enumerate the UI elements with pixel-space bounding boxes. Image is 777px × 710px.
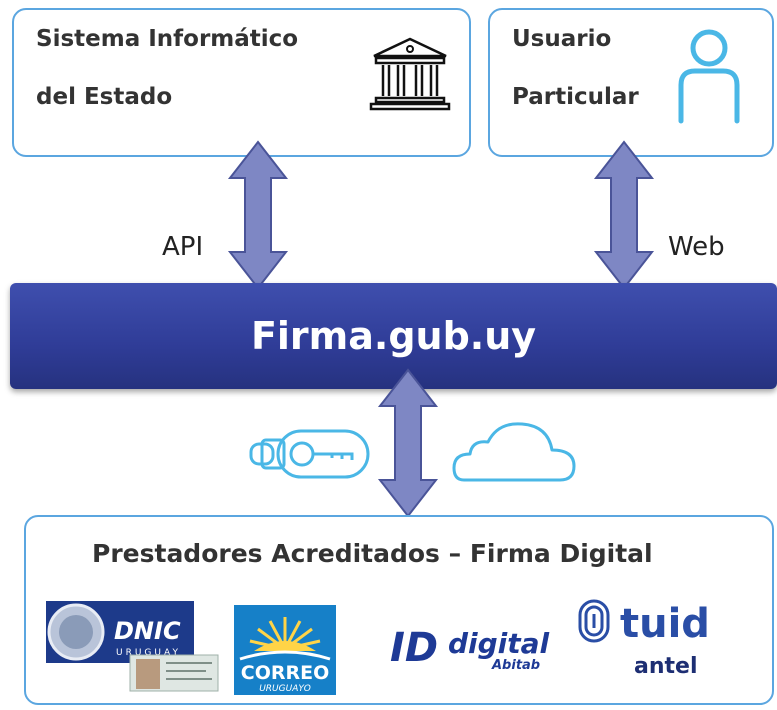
dnic-logo: DNIC URUGUAY	[46, 601, 219, 692]
abitab-id: ID	[390, 625, 438, 671]
correo-sub: URUGUAYO	[259, 684, 311, 694]
user-icon	[678, 29, 740, 124]
antel-logo: tuid antel	[578, 599, 710, 679]
usuario-title-line2: Particular	[512, 84, 639, 110]
usuario-box: Usuario Particular	[488, 8, 774, 157]
abitab-sub: Abitab	[491, 658, 540, 673]
prestadores-title: Prestadores Acreditados – Firma Digital	[92, 539, 653, 568]
firma-gub-uy-bar: Firma.gub.uy	[10, 283, 777, 389]
usb-key-icon	[249, 429, 370, 479]
web-arrow	[593, 140, 655, 290]
cloud-icon	[452, 422, 576, 482]
dnic-name: DNIC	[114, 617, 181, 645]
correo-name: CORREO	[241, 662, 330, 684]
api-arrow	[227, 140, 289, 290]
correo-logo: CORREO URUGUAYO	[234, 605, 336, 695]
bottom-arrow	[377, 368, 439, 518]
hub-label: Firma.gub.uy	[250, 314, 537, 358]
api-label: API	[162, 232, 204, 262]
antel-sub: antel	[634, 654, 698, 679]
abitab-digital: digital	[448, 627, 550, 660]
antel-tuid: tuid	[620, 601, 710, 647]
dnic-sub: URUGUAY	[116, 648, 181, 658]
abitab-logo: ID digital Abitab	[390, 625, 550, 673]
bank-icon	[369, 37, 451, 111]
prestadores-box: Prestadores Acreditados – Firma Digital …	[24, 515, 774, 705]
estado-title-line2: del Estado	[36, 84, 173, 110]
web-label: Web	[668, 232, 725, 262]
estado-title-line1: Sistema Informático	[36, 26, 299, 52]
usuario-title-line1: Usuario	[512, 26, 612, 52]
estado-box: Sistema Informático del Estado	[12, 8, 471, 157]
